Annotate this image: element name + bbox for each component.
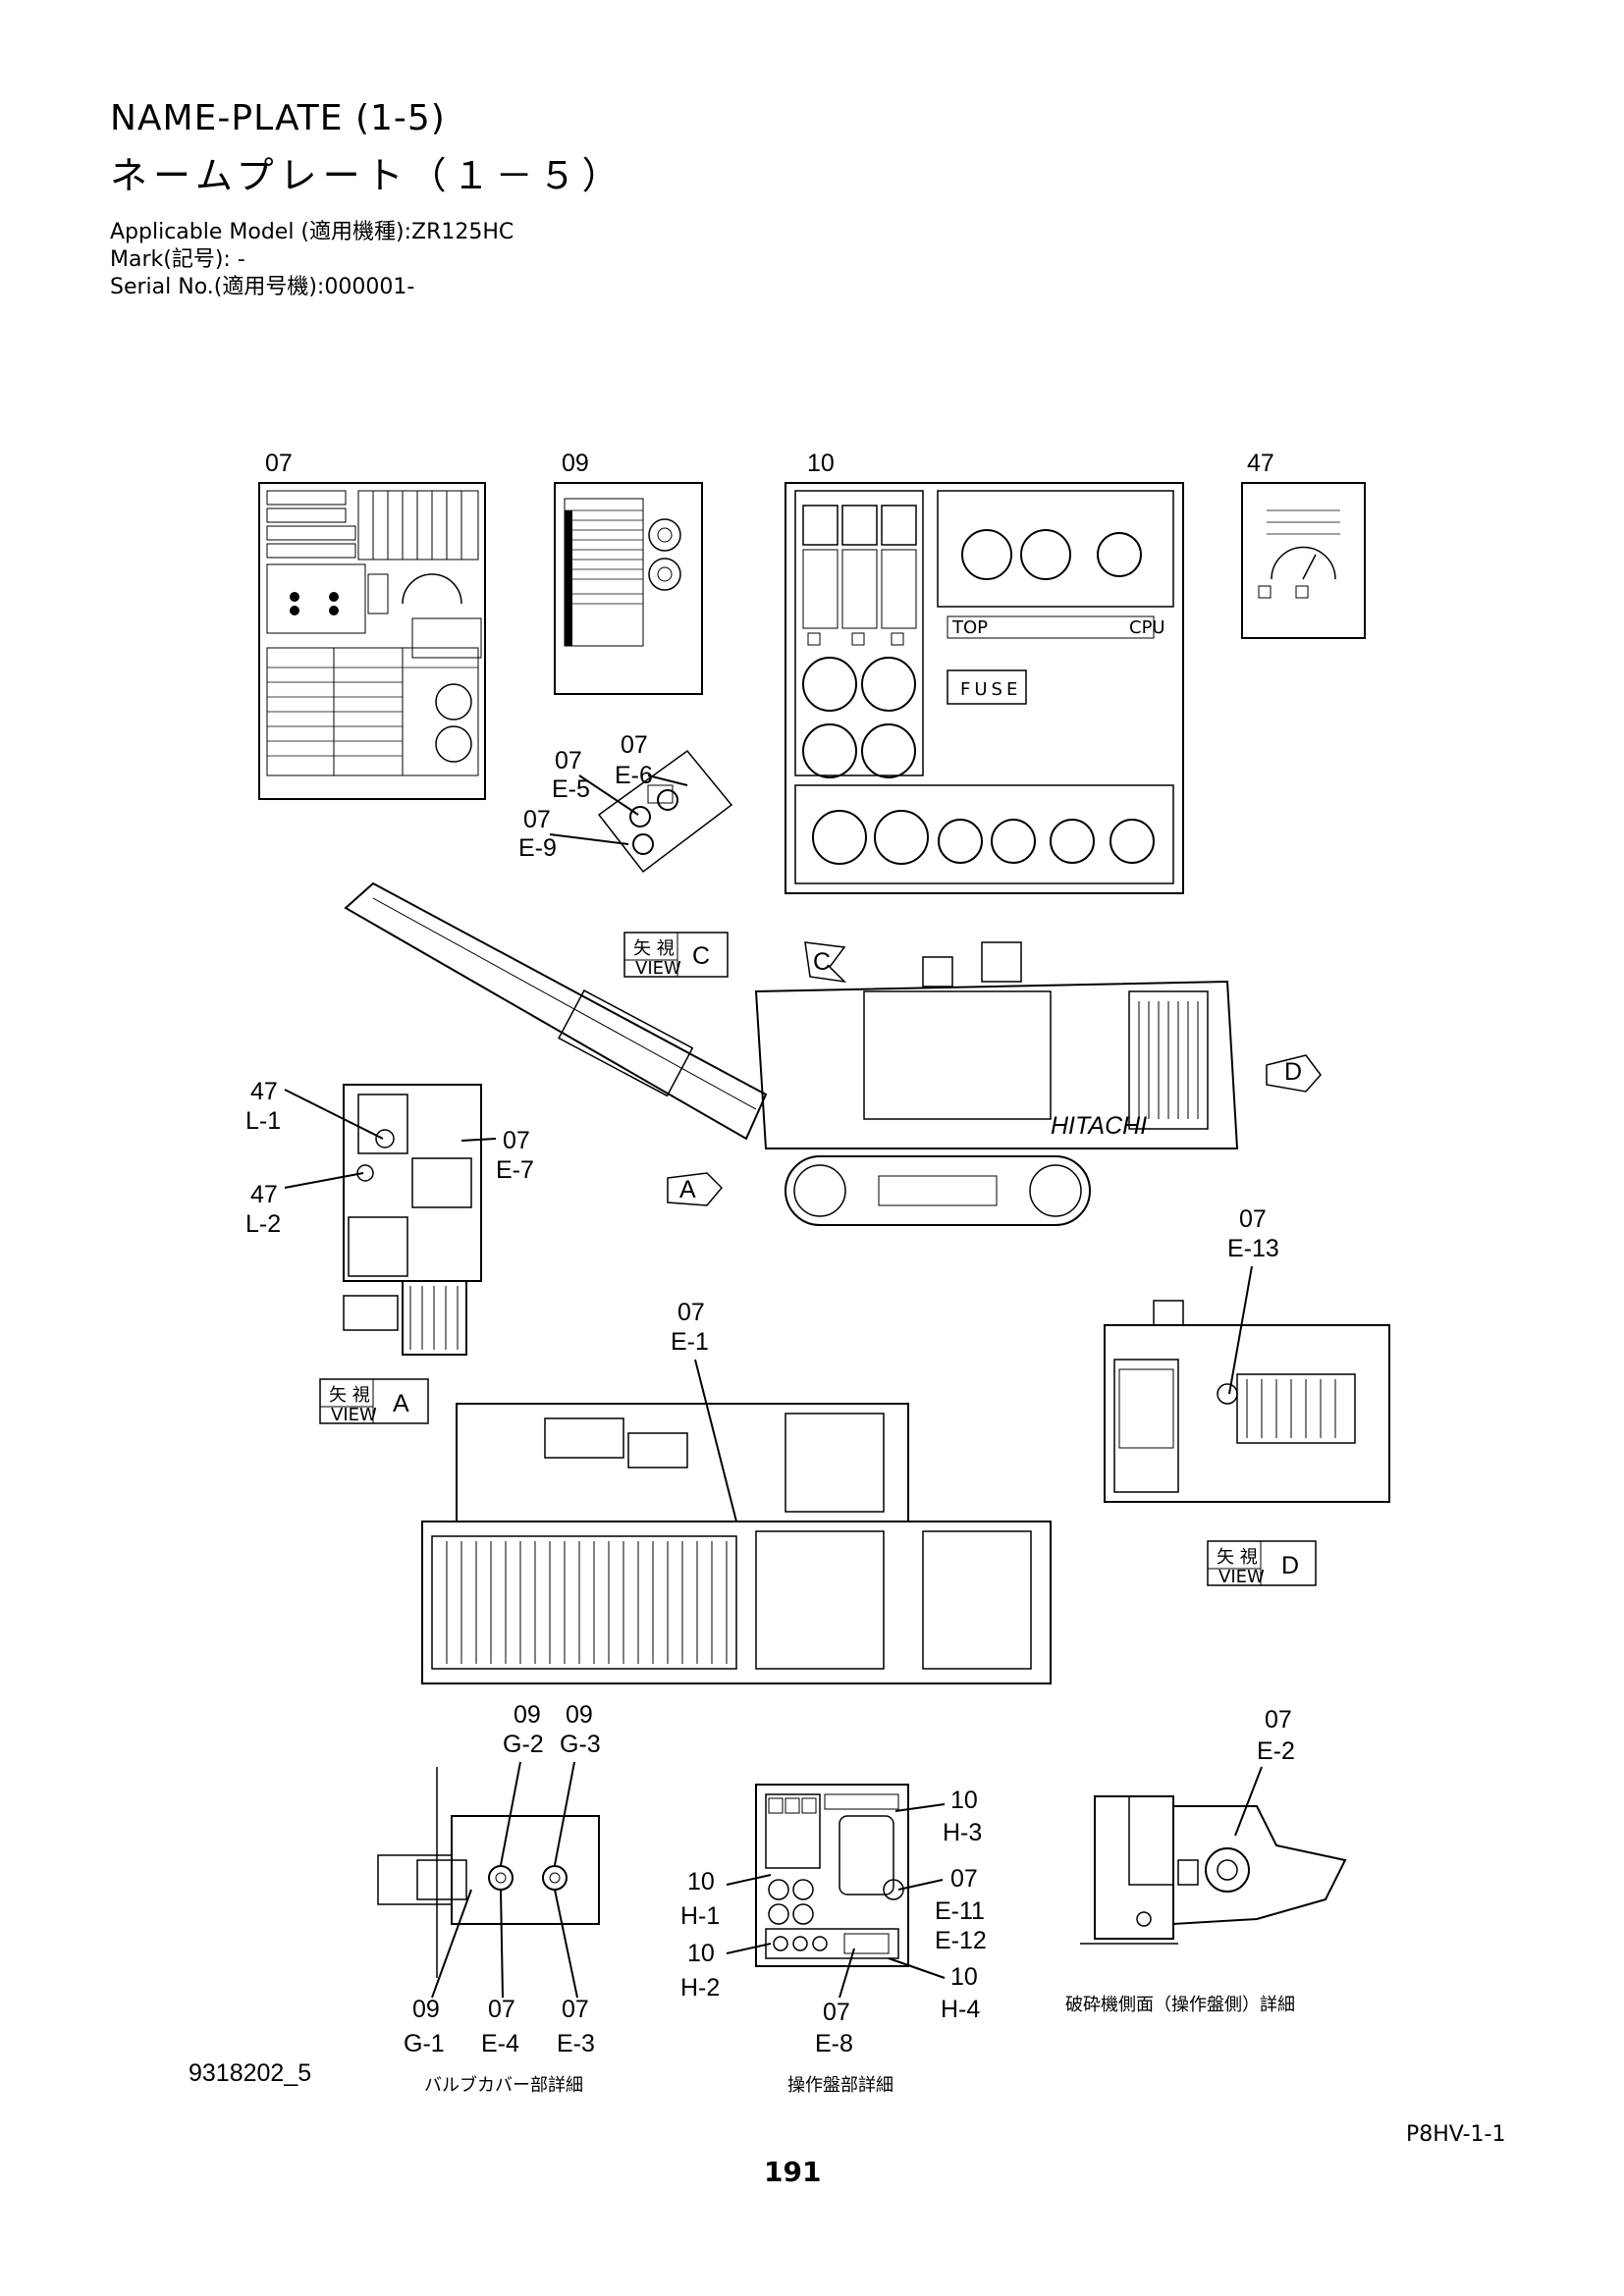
- callout-07-e8: 07: [823, 1999, 850, 2026]
- view-c-arrow: [804, 941, 847, 984]
- callout-g3: G-3: [560, 1731, 601, 1758]
- view-d-box: 矢 視 VIEW D: [1207, 1540, 1317, 1587]
- machine-side-view: HITACHI: [344, 881, 1239, 1226]
- page-number: 191: [764, 2156, 822, 2188]
- callout-07-e11: 07: [950, 1865, 978, 1893]
- callout-07-e4: 07: [488, 1996, 515, 2023]
- view-d-arrow: [1266, 1054, 1322, 1093]
- callout-07-e2: 07: [1265, 1706, 1292, 1734]
- callout-e2: E-2: [1257, 1737, 1295, 1765]
- callout-l1: L-1: [245, 1107, 281, 1135]
- machine-top-view: [421, 1403, 1052, 1684]
- panel-detail: [755, 1784, 909, 1967]
- callout-e12: E-12: [935, 1927, 987, 1954]
- panel-top-label: TOP: [951, 617, 988, 638]
- fuse-label: FUSE: [960, 679, 1021, 700]
- callout-09-g2: 09: [514, 1701, 541, 1729]
- callout-10-h3: 10: [950, 1787, 978, 1814]
- plate-47-label: 47: [1247, 450, 1274, 477]
- callout-e8: E-8: [815, 2030, 853, 2057]
- view-a-letter: A: [679, 1176, 696, 1203]
- callout-h1: H-1: [680, 1902, 720, 1930]
- plate-09-label: 09: [562, 450, 589, 477]
- callout-07-e5: 07: [555, 747, 582, 774]
- caption-valve-cover: バルブカバー部詳細: [424, 2074, 583, 2096]
- callout-e1: E-1: [671, 1328, 709, 1356]
- callout-e6: E-6: [615, 762, 653, 789]
- view-c-view: VIEW: [635, 958, 681, 979]
- callout-e5: E-5: [552, 775, 590, 803]
- callout-07-e3: 07: [562, 1996, 589, 2023]
- view-d-yashi: 矢 視: [1217, 1547, 1258, 1568]
- view-c-letter: C: [813, 948, 831, 976]
- plate-10: 10 TOP CPU FUSE: [785, 450, 1184, 894]
- caption-crusher-side: 破砕機側面（操作盤側）詳細: [1065, 1995, 1295, 2015]
- page-title-en: NAME-PLATE (1-5): [110, 98, 446, 138]
- callout-10-h2: 10: [687, 1940, 715, 1967]
- callout-e3: E-3: [557, 2030, 595, 2057]
- callout-h3: H-3: [943, 1819, 982, 1846]
- callout-e13: E-13: [1227, 1235, 1279, 1262]
- callout-47-l2: 47: [250, 1181, 278, 1208]
- callout-h4: H-4: [941, 1996, 980, 2023]
- callout-07-e13: 07: [1239, 1205, 1267, 1233]
- plate-09: 09: [554, 450, 703, 695]
- plate-47: 47: [1241, 450, 1366, 639]
- view-d-title: D: [1281, 1552, 1299, 1579]
- machine-brand: HITACHI: [1051, 1112, 1147, 1140]
- view-d-drawing: [1104, 1300, 1390, 1503]
- view-a-title: A: [393, 1390, 409, 1417]
- valve-cover-detail: [377, 1767, 600, 1978]
- view-a-yashi: 矢 視: [329, 1385, 370, 1406]
- callout-e9: E-9: [518, 834, 557, 862]
- callout-07-e9: 07: [523, 806, 551, 833]
- plate-10-label: 10: [807, 450, 835, 477]
- plate-07-label: 07: [265, 450, 293, 477]
- serial-number: Serial No.(適用号機):000001-: [110, 275, 415, 299]
- view-a-box: 矢 視 VIEW A: [319, 1378, 429, 1425]
- view-c-title: C: [692, 942, 710, 970]
- mark: Mark(記号): -: [110, 247, 245, 272]
- document-id: 9318202_5: [189, 2059, 312, 2087]
- panel-detail-small: [597, 749, 733, 874]
- callout-e11: E-11: [935, 1897, 985, 1925]
- view-d-view: VIEW: [1218, 1567, 1265, 1587]
- view-a-arrow: [667, 1172, 724, 1206]
- callout-47-l1: 47: [250, 1078, 278, 1105]
- callout-h2: H-2: [680, 1974, 720, 2002]
- panel-cpu-label: CPU: [1129, 617, 1165, 638]
- view-c-yashi: 矢 視: [633, 938, 675, 959]
- applicable-model: Applicable Model (適用機種):ZR125HC: [110, 220, 514, 244]
- callout-g1: G-1: [404, 2030, 445, 2057]
- caption-panel-detail: 操作盤部詳細: [787, 2075, 893, 2096]
- plate-07: 07: [258, 450, 486, 800]
- view-a-view: VIEW: [331, 1405, 377, 1425]
- callout-e4: E-4: [481, 2030, 519, 2057]
- callout-l2: L-2: [245, 1210, 281, 1238]
- callout-09-g1: 09: [412, 1996, 440, 2023]
- page-code: P8HV-1-1: [1406, 2122, 1506, 2147]
- callout-g2: G-2: [503, 1731, 544, 1758]
- callout-09-g3: 09: [566, 1701, 593, 1729]
- page-title-jp: ネームプレート（１－５）: [110, 154, 625, 197]
- callout-07-e7: 07: [503, 1127, 530, 1154]
- callout-e7: E-7: [496, 1156, 534, 1184]
- crusher-side-detail: [1080, 1795, 1347, 1945]
- view-a-drawing: [343, 1084, 482, 1356]
- view-c-box: 矢 視 VIEW C: [623, 932, 729, 979]
- callout-10-h4: 10: [950, 1963, 978, 1991]
- callout-07-e6: 07: [621, 731, 648, 759]
- view-d-letter: D: [1284, 1058, 1302, 1086]
- callout-07-e1: 07: [677, 1299, 705, 1326]
- callout-10-h1: 10: [687, 1868, 715, 1896]
